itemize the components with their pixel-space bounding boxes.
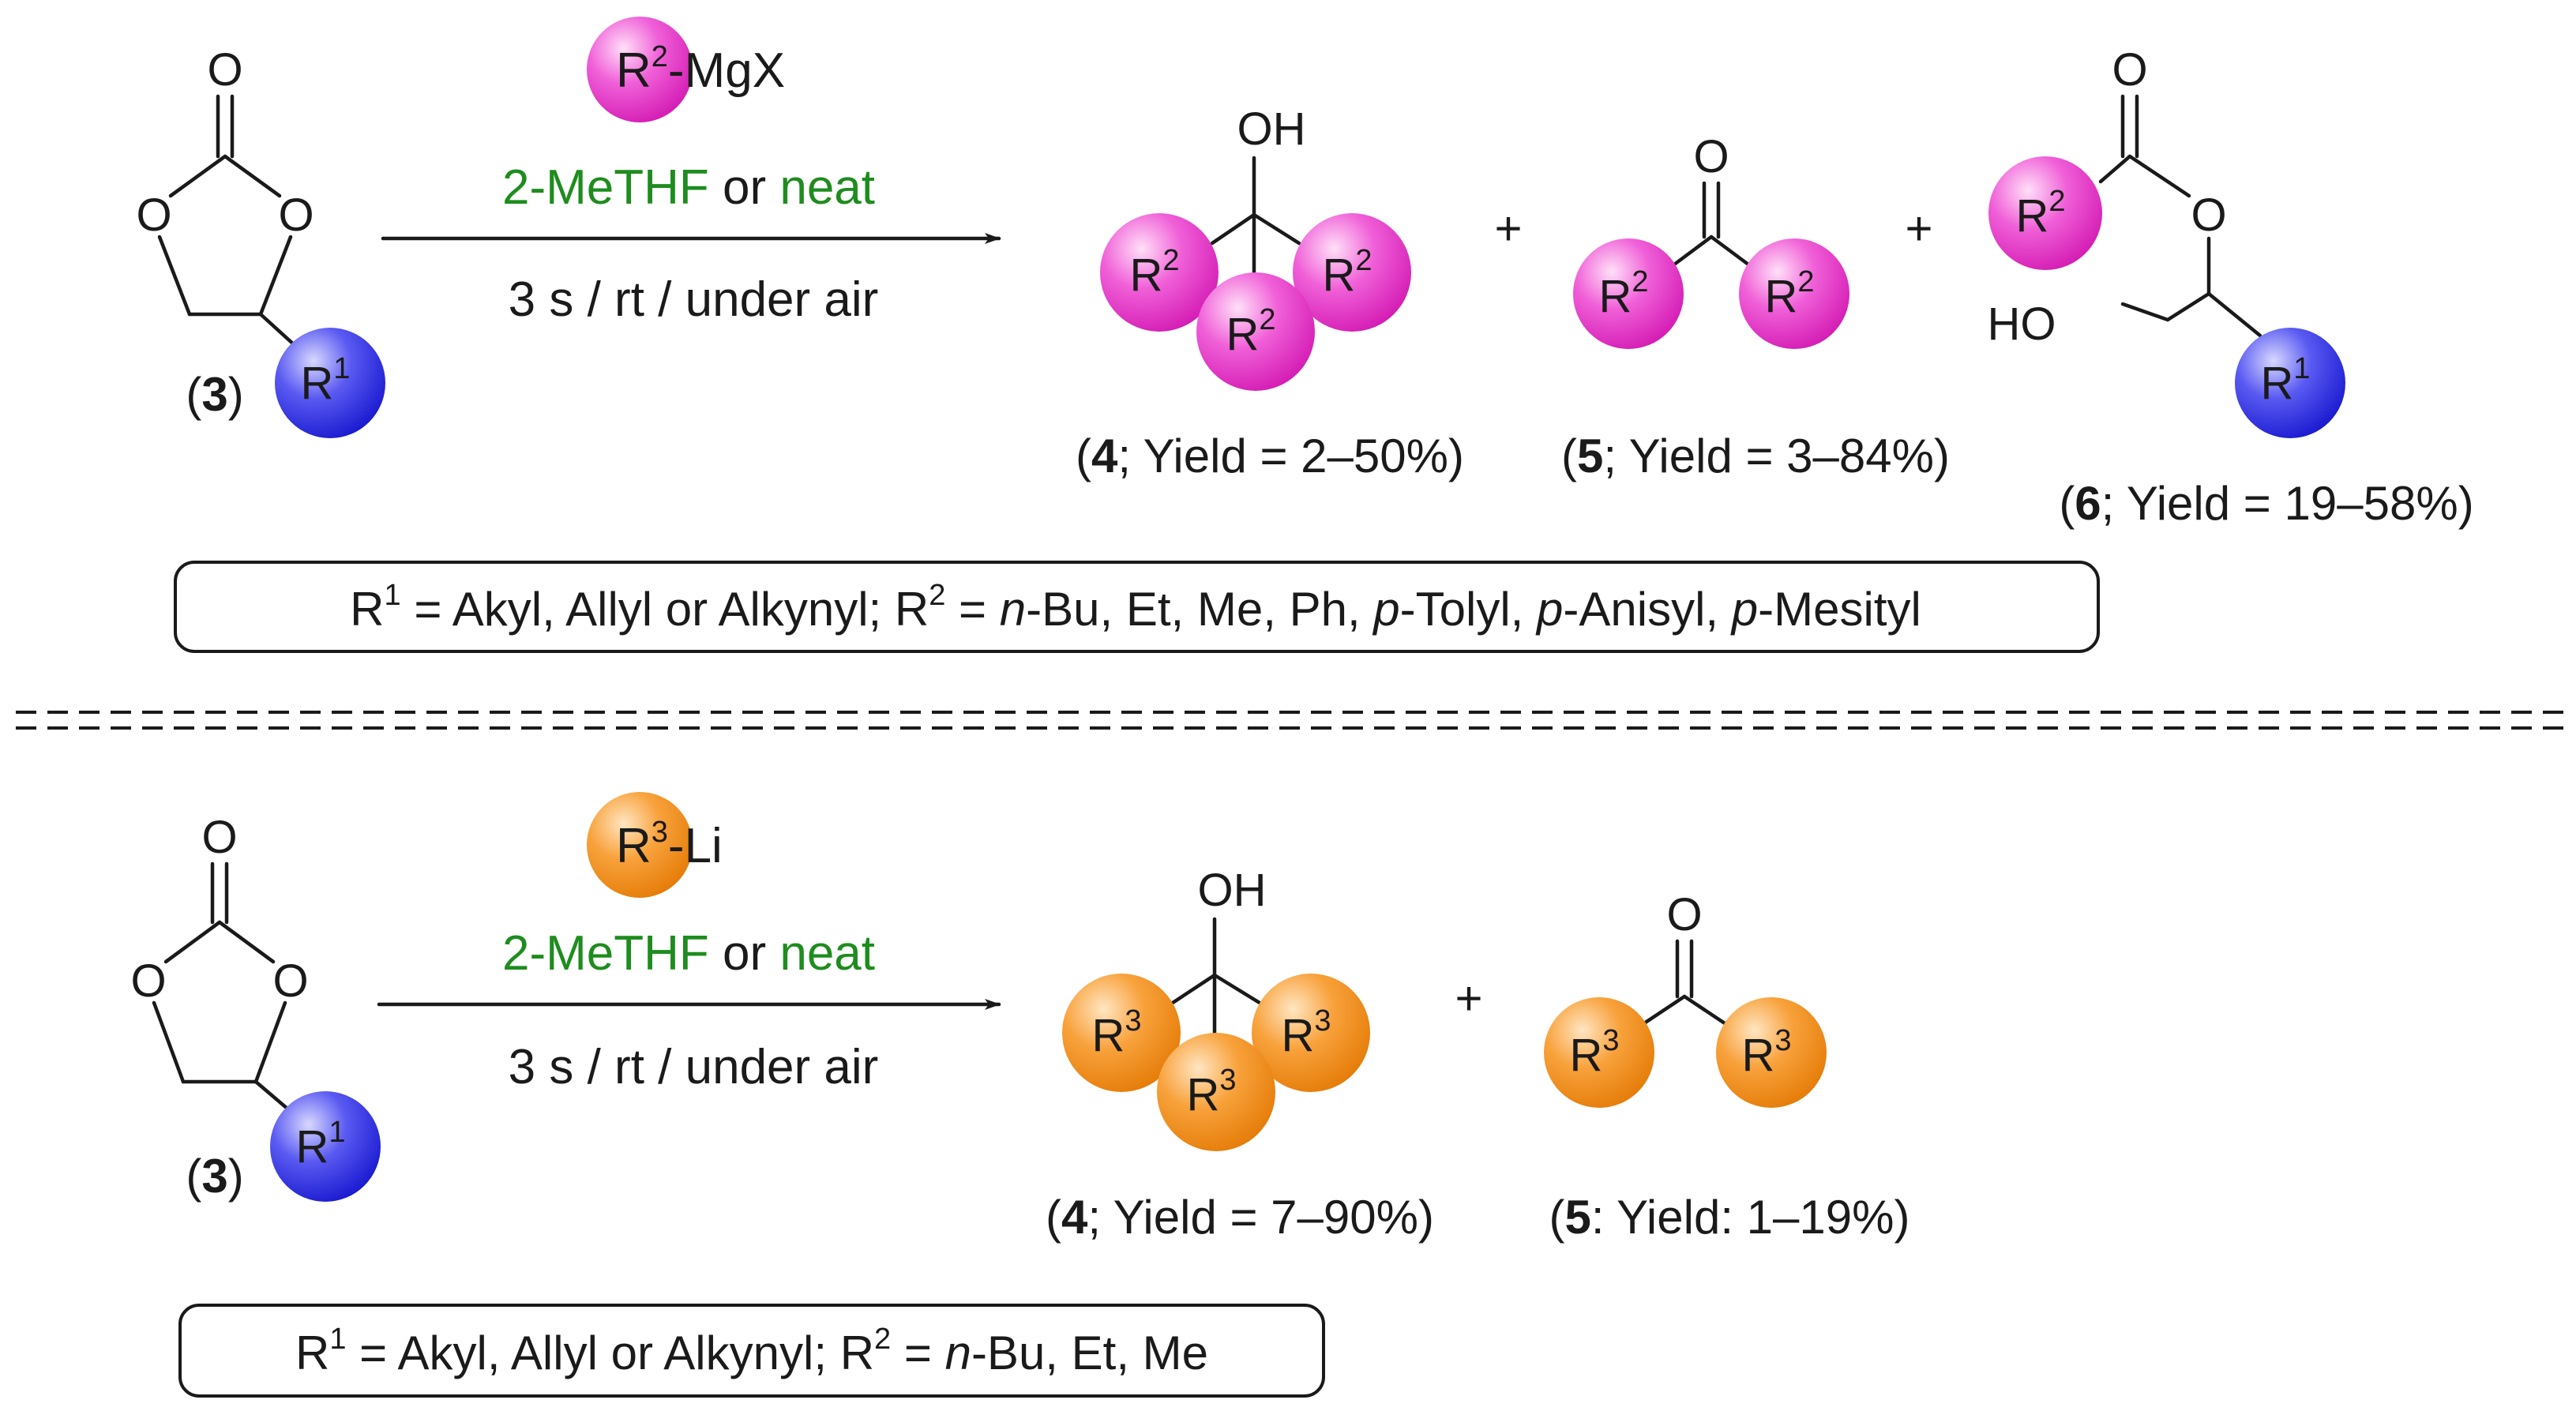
scheme-separator [16,711,2567,730]
bottom-legend: R1 = Akyl, Allyl or Alkynyl; R2 = n-Bu, … [178,1304,1325,1398]
bond-o-ch2 [157,235,192,317]
r2-ball-reagent [587,17,693,122]
top-solvent: 2-MeTHF or neat [502,160,875,215]
plus-sign-3: + [1455,972,1482,1025]
hydroxyl-group: OH [1237,103,1306,155]
bottom-substrate-carbonate: O O O R1 (3) [130,812,381,1203]
svg-text:R2: R2 [1129,244,1179,301]
top-reagent: R2-MgX [587,17,785,122]
bottom-reagent: R3-Li [587,792,723,898]
svg-text:OH: OH [1198,865,1267,916]
svg-text:(5; Yield = 3–84%): (5; Yield = 3–84%) [1561,430,1950,482]
svg-text:R3: R3 [1281,1004,1331,1061]
svg-text:R1: R1 [295,1116,345,1173]
top-legend: R1 = Akyl, Allyl or Alkynyl; R2 = n-Bu, … [174,561,2100,653]
top-product-5: O R2 R2 (5; Yield = 3–84%) [1561,131,1950,482]
svg-text:R3: R3 [1741,1024,1791,1081]
svg-text:R1 = Akyl, Allyl or Alkynyl; R: R1 = Akyl, Allyl or Alkynyl; R2 = n-Bu, … [295,1323,1208,1379]
svg-text:R2: R2 [1598,265,1648,322]
bottom-product-5: O R3 R3 (5: Yield: 1–19%) [1544,889,1909,1244]
bottom-scheme: O O O R1 (3) R3-Li 2-MeTHF or neat 3 s /… [130,792,1909,1398]
plus-sign-2: + [1905,202,1932,255]
r1-ball: R1 [275,328,385,438]
top-product-4: OH R2 R2 R2 (4; Yield = 2–50%) [1076,103,1464,482]
svg-text:O: O [130,955,166,1007]
svg-text:(4; Yield = 7–90%): (4; Yield = 7–90%) [1046,1191,1434,1244]
svg-text:(5: Yield: 1–19%): (5: Yield: 1–19%) [1549,1191,1910,1244]
svg-text:R1 = Akyl, Allyl or Alkynyl; R: R1 = Akyl, Allyl or Alkynyl; R2 = n-Bu, … [350,579,1921,636]
top-substrate-carbonate: O O O R1 (3) [136,44,385,438]
svg-text:R2: R2 [1322,244,1372,301]
svg-text:(4; Yield = 2–50%): (4; Yield = 2–50%) [1076,430,1464,482]
bottom-conditions: 3 s / rt / under air [509,1040,879,1094]
svg-text:(6; Yield = 19–58%): (6; Yield = 19–58%) [2059,477,2473,530]
bottom-solvent: 2-MeTHF or neat [502,926,875,981]
top-product-6: O R2 O HO R1 (6; Yield = 19–58%) [1988,44,2474,530]
svg-text:R1: R1 [2260,352,2310,409]
svg-text:R3: R3 [1569,1024,1619,1081]
svg-text:O: O [1666,889,1702,940]
svg-text:HO: HO [1988,298,2056,350]
svg-text:R2: R2 [1226,303,1275,360]
ring-oxygen-left: O [136,190,171,241]
bottom-product-4: OH R3 R3 R3 (4; Yield = 7–90%) [1046,865,1434,1244]
svg-text:O: O [2112,44,2147,96]
top-scheme: O O O R1 (3) R2-MgX 2-MeTHF or neat 3 s … [136,17,2474,653]
svg-text:R3: R3 [1091,1004,1141,1061]
svg-text:O: O [2191,190,2226,241]
svg-text:O: O [1693,131,1729,182]
bond-c-o-right [223,154,282,198]
svg-text:(3): (3) [186,1150,243,1203]
reagent-text: R2-MgX [616,40,785,98]
svg-text:R3-Li: R3-Li [616,816,723,873]
svg-text:O: O [201,812,237,863]
bond-c-o-left [168,154,227,198]
svg-text:O: O [272,955,308,1007]
svg-text:R1: R1 [300,352,350,409]
ring-oxygen-right: O [278,190,314,241]
top-conditions: 3 s / rt / under air [509,272,879,327]
r3-ball-reagent [587,792,693,898]
svg-text:R3: R3 [1186,1064,1236,1120]
svg-text:R2: R2 [1764,265,1814,322]
svg-text:R2: R2 [2015,185,2065,242]
plus-sign-1: + [1494,202,1522,255]
substrate-label: (3) [186,368,243,421]
bond-o-ch [258,235,293,317]
carbonyl-oxygen: O [207,44,242,96]
